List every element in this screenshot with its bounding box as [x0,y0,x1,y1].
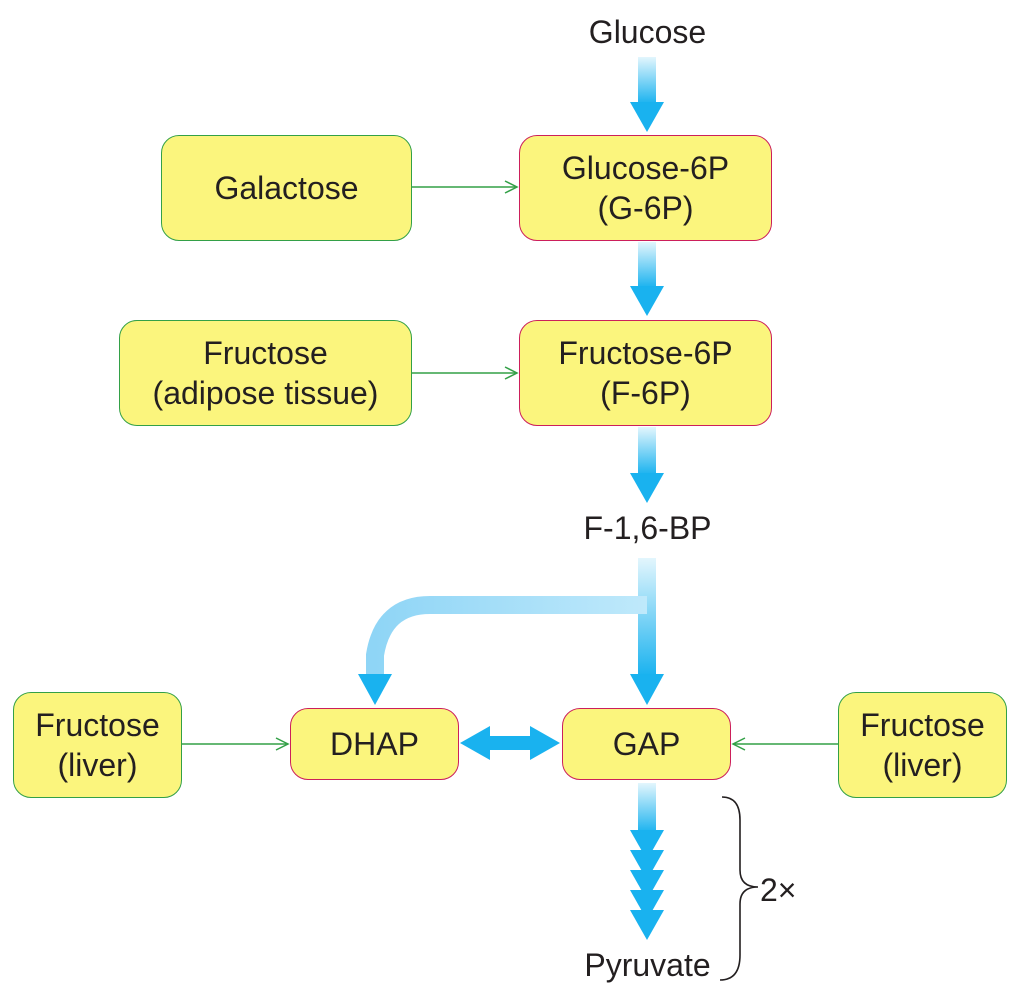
fructose-liver-left-box: Fructose (liver) [13,692,182,798]
gap-box: GAP [562,708,731,780]
f6p-name: Fructose-6P [558,335,733,371]
arrow-galactose-to-g6p [412,180,519,194]
glucose-label: Glucose [588,14,707,50]
fructose-adipose-box: Fructose (adipose tissue) [119,320,412,426]
f16bp-label: F-1,6-BP [583,510,712,546]
g6p-abbrev: (G-6P) [597,190,694,226]
fructose-liver-left-name: Fructose [35,707,160,743]
f6p-box: Fructose-6P (F-6P) [519,320,772,426]
arrow-g6p-to-f6p [630,242,664,316]
arrow-glucose-to-g6p [630,57,664,132]
arrow-f16bp-to-dhap [358,596,647,705]
dhap-label: DHAP [330,726,419,762]
galactose-label: Galactose [214,170,359,206]
arrow-fructose-liver-to-dhap [182,737,290,751]
arrow-fructose-liver-to-gap [731,737,838,751]
gap-label: GAP [612,726,681,762]
g6p-box: Glucose-6P (G-6P) [519,135,772,241]
fructose-adipose-name: Fructose [203,335,328,371]
galactose-box: Galactose [161,135,412,241]
fructose-adipose-tissue: (adipose tissue) [152,375,379,411]
arrow-f16bp-to-gap [630,558,664,705]
brace [719,796,759,981]
fructose-liver-left-organ: (liver) [57,747,138,783]
fructose-liver-right-organ: (liver) [882,747,963,783]
arrow-f6p-to-f16bp [630,427,664,503]
fructose-liver-right-box: Fructose (liver) [838,692,1007,798]
pyruvate-label: Pyruvate [584,947,711,983]
arrow-gap-to-pyruvate [630,783,664,940]
f6p-abbrev: (F-6P) [600,375,691,411]
multiplier-label: 2× [760,872,797,908]
g6p-name: Glucose-6P [561,150,730,186]
arrow-dhap-gap-reversible [460,726,560,760]
arrow-fructose-adipose-to-f6p [412,366,519,380]
fructose-liver-right-name: Fructose [860,707,985,743]
dhap-box: DHAP [290,708,459,780]
